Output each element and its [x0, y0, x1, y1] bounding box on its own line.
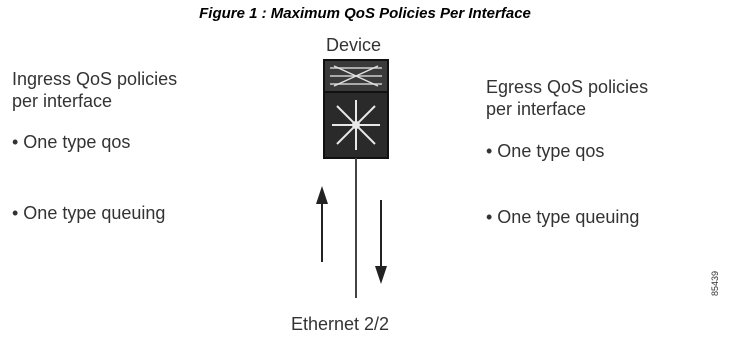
egress-item-queuing: • One type queuing: [486, 207, 640, 227]
interface-label: Ethernet 2/2: [291, 314, 390, 334]
egress-heading-line1: Egress QoS policies: [486, 77, 649, 97]
switch-device-icon: [323, 59, 389, 159]
egress-heading-line2: per interface: [486, 99, 587, 119]
figure-id: 85439: [710, 270, 720, 296]
device-label: Device: [326, 35, 382, 55]
ingress-heading-line2: per interface: [12, 91, 113, 111]
ingress-item-queuing: • One type queuing: [12, 203, 166, 223]
egress-item-qos: • One type qos: [486, 141, 605, 161]
arrow-down-icon: [375, 200, 387, 284]
figure-title: Figure 1 : Maximum QoS Policies Per Inte…: [199, 5, 531, 22]
arrow-up-icon: [316, 186, 328, 262]
ingress-heading-line1: Ingress QoS policies: [12, 69, 178, 89]
ingress-item-qos: • One type qos: [12, 132, 131, 152]
